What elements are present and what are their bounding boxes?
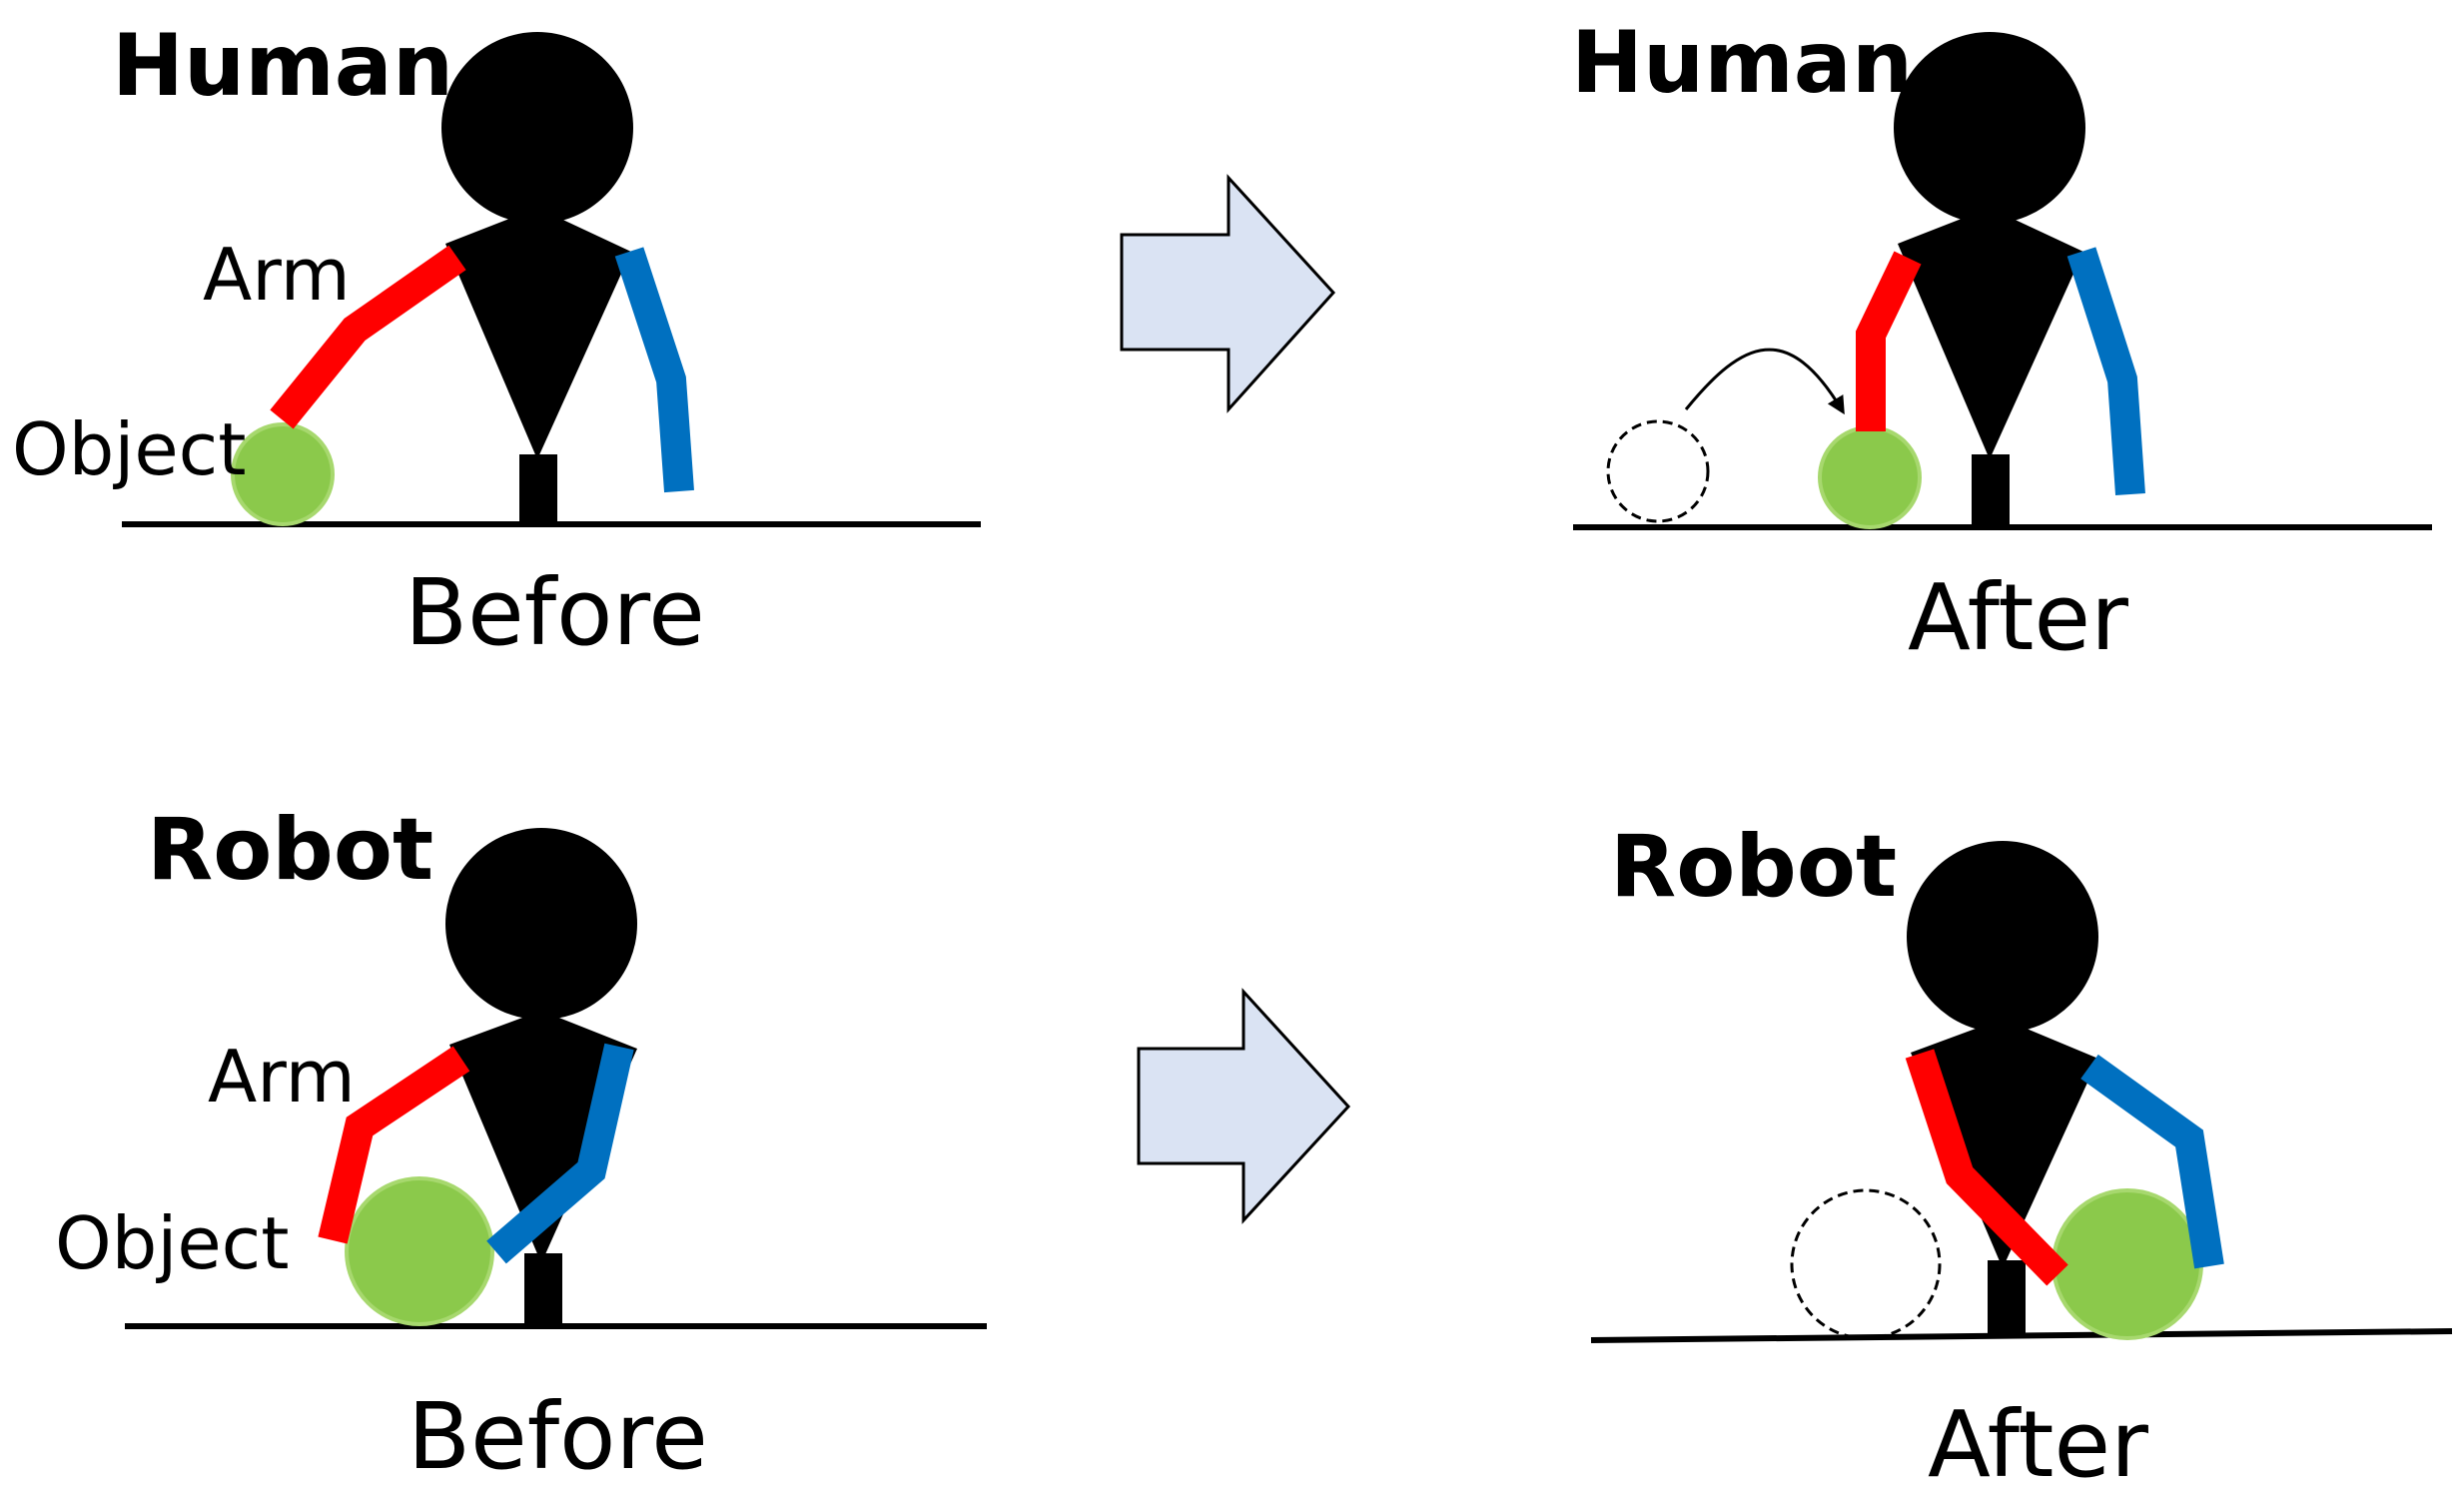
panel-robot-before: Robot Arm Object Before bbox=[55, 800, 987, 1490]
figure-leg bbox=[519, 454, 557, 524]
arm-blue bbox=[486, 1043, 634, 1264]
panel-human-before: Human Arm Object Before bbox=[12, 16, 981, 666]
object-label: Object bbox=[12, 407, 247, 491]
object-label: Object bbox=[55, 1201, 290, 1285]
panel-caption: After bbox=[1928, 1391, 2148, 1491]
object-ball bbox=[2052, 1188, 2203, 1340]
arm-blue bbox=[2066, 247, 2145, 496]
figure-head bbox=[445, 828, 637, 1020]
panel-title: Robot bbox=[1610, 817, 1897, 917]
figure-torso bbox=[445, 208, 631, 459]
object-ball bbox=[231, 422, 335, 526]
panel-caption: Before bbox=[408, 1383, 708, 1490]
figure-leg bbox=[524, 1253, 562, 1326]
figure-torso bbox=[1898, 208, 2083, 459]
figure-torso bbox=[449, 1011, 637, 1263]
panel-caption: After bbox=[1908, 564, 2128, 671]
arm-red bbox=[1905, 1049, 2068, 1286]
arm-label: Arm bbox=[208, 1035, 356, 1118]
panel-title: Human bbox=[112, 16, 453, 116]
right-arrow-shape bbox=[1120, 174, 1336, 413]
arm-label: Arm bbox=[203, 233, 351, 317]
panel-caption: Before bbox=[405, 559, 705, 666]
arm-blue bbox=[2080, 1054, 2224, 1269]
arm-red bbox=[1856, 251, 1922, 431]
figure-torso bbox=[1911, 1019, 2098, 1268]
figure-leg bbox=[1988, 1260, 2026, 1336]
arm-red bbox=[270, 245, 466, 429]
arm-red bbox=[318, 1046, 470, 1244]
previous-position-outline bbox=[1606, 419, 1710, 523]
figure-head bbox=[1894, 32, 2085, 224]
panel-title: Robot bbox=[147, 800, 433, 900]
panel-robot-after: Robot After bbox=[1590, 817, 2453, 1491]
panel-human-after: Human After bbox=[1571, 13, 2432, 671]
motion-arrow bbox=[1684, 348, 1845, 415]
object-ball bbox=[345, 1176, 494, 1326]
right-arrow-shape bbox=[1137, 988, 1351, 1224]
figure-head bbox=[441, 32, 633, 224]
panel-title: Human bbox=[1571, 13, 1913, 113]
previous-position-outline bbox=[1790, 1188, 1942, 1340]
figure-head bbox=[1907, 841, 2098, 1033]
arm-blue bbox=[614, 247, 694, 493]
object-ball bbox=[1818, 425, 1922, 529]
figure-leg bbox=[1972, 454, 2010, 527]
